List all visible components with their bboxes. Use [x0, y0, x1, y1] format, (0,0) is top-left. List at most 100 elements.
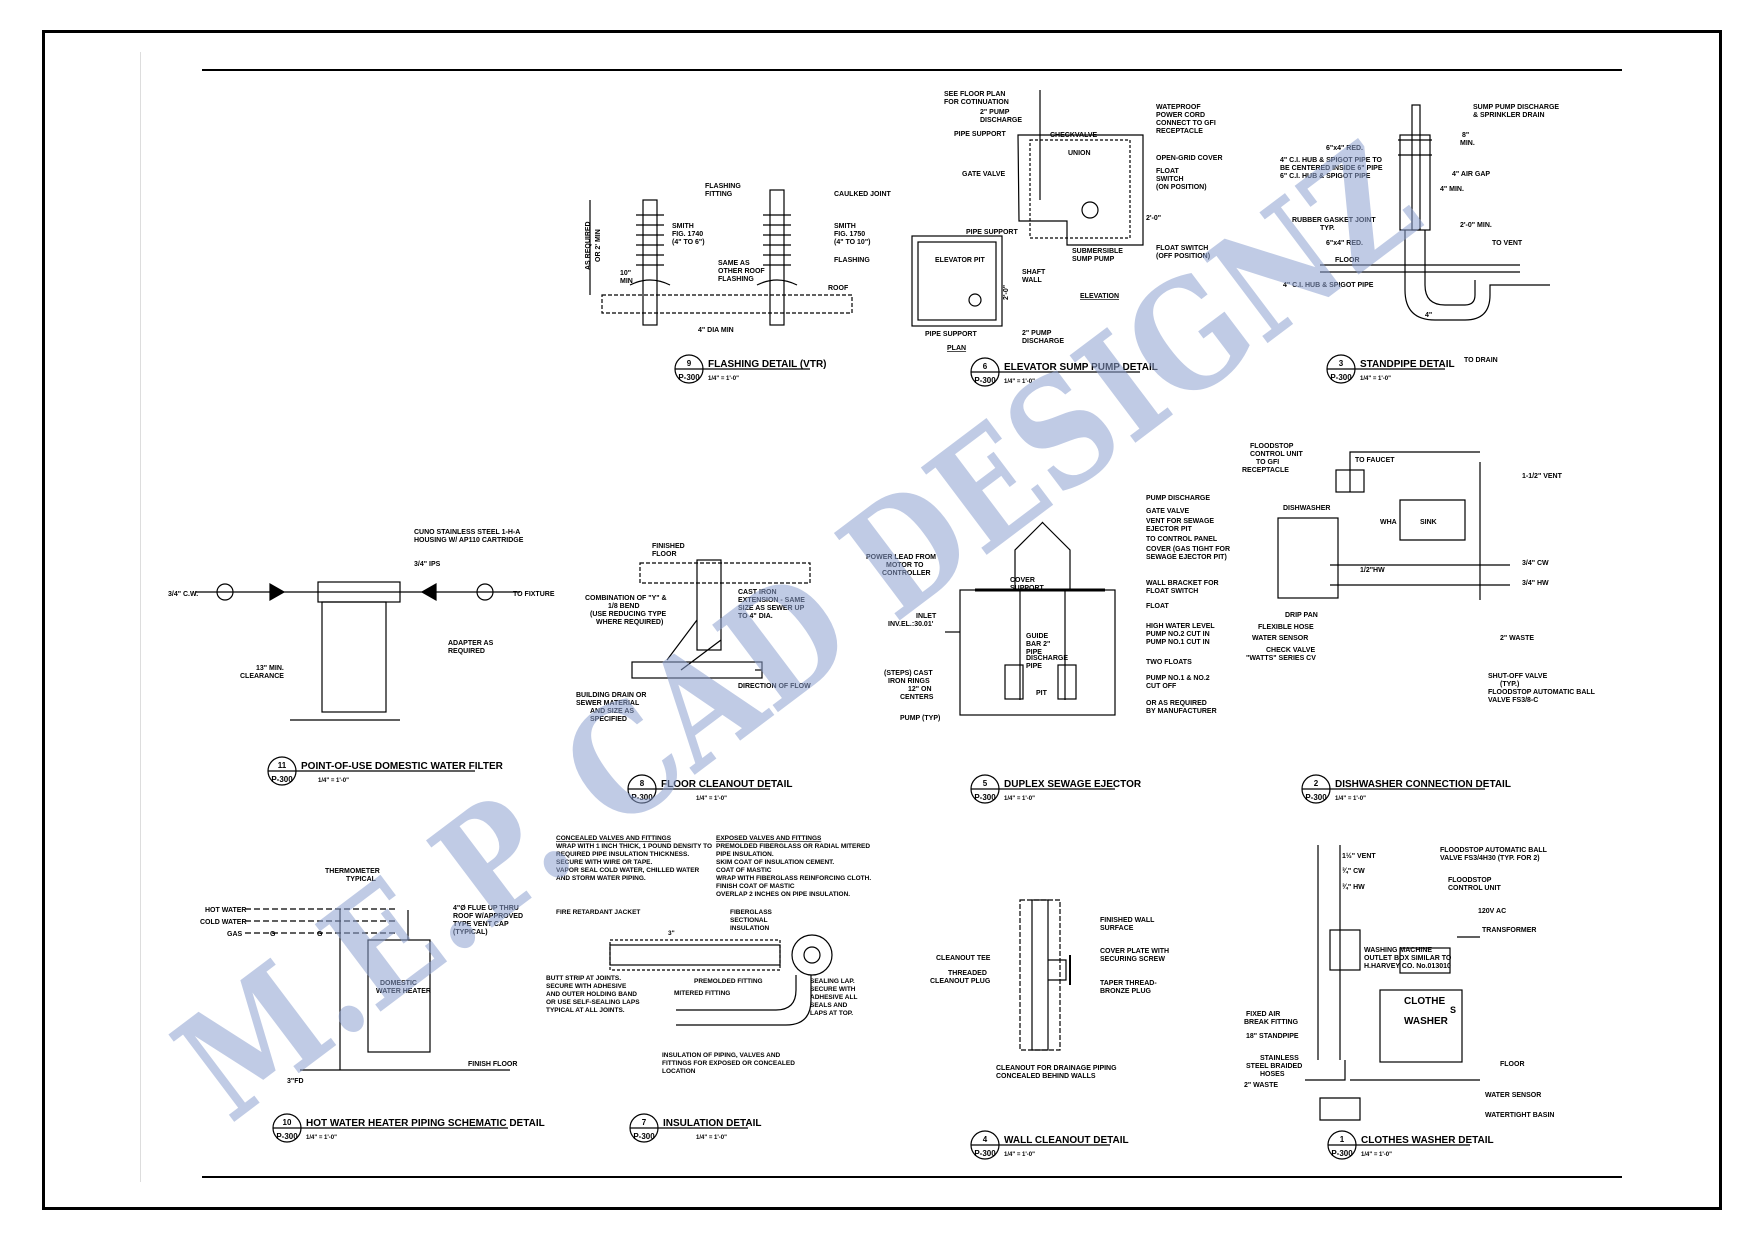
- svg-text:FOR COTINUATION: FOR COTINUATION: [944, 99, 1009, 106]
- svg-text:SKIM COAT OF INSULATION CEMENT: SKIM COAT OF INSULATION CEMENT.: [716, 859, 834, 866]
- svg-text:13" MIN.: 13" MIN.: [256, 665, 284, 672]
- svg-text:1/4" = 1'-0": 1/4" = 1'-0": [1361, 1152, 1392, 1158]
- svg-text:SEWER MATERIAL: SEWER MATERIAL: [576, 700, 640, 707]
- svg-text:3/4" CW: 3/4" CW: [1522, 560, 1549, 567]
- svg-text:WASHING MACHINE: WASHING MACHINE: [1364, 947, 1432, 954]
- svg-text:2" WASTE: 2" WASTE: [1244, 1082, 1278, 1089]
- detail-title-3: 3 P-300 STANDPIPE DETAIL 1/4" = 1'-0": [1326, 354, 1455, 384]
- svg-text:FINISH COAT OF MASTIC: FINISH COAT OF MASTIC: [716, 883, 795, 890]
- svg-text:FIXED AIR: FIXED AIR: [1246, 1011, 1280, 1018]
- svg-text:H.HARVEY CO. No.013010: H.HARVEY CO. No.013010: [1364, 963, 1451, 970]
- svg-text:TWO FLOATS: TWO FLOATS: [1146, 659, 1192, 666]
- svg-text:CLEARANCE: CLEARANCE: [240, 673, 284, 680]
- detail-title-7: 7 P-300 INSULATION DETAIL 1/4" = 1'-0": [629, 1113, 762, 1143]
- svg-text:(4" TO 10"): (4" TO 10"): [834, 239, 870, 246]
- svg-text:BREAK FITTING: BREAK FITTING: [1244, 1019, 1299, 1026]
- svg-text:BUILDING DRAIN OR: BUILDING DRAIN OR: [576, 692, 646, 699]
- svg-text:CAST IRON: CAST IRON: [738, 589, 777, 596]
- svg-text:FINISH FLOOR: FINISH FLOOR: [468, 1061, 517, 1068]
- svg-text:P-300: P-300: [1305, 793, 1327, 802]
- svg-text:TO 4" DIA.: TO 4" DIA.: [738, 613, 773, 620]
- detail-title-2: 2 P-300 DISHWASHER CONNECTION DETAIL 1/4…: [1301, 774, 1511, 804]
- svg-text:FLOAT SWITCH: FLOAT SWITCH: [1146, 588, 1198, 595]
- standpipe-drawing: [1320, 104, 1550, 321]
- svg-text:1/4" = 1'-0": 1/4" = 1'-0": [306, 1135, 337, 1141]
- svg-text:CLEANOUT PLUG: CLEANOUT PLUG: [930, 978, 991, 985]
- svg-text:INV.EL.:30.01': INV.EL.:30.01': [888, 621, 934, 628]
- svg-text:PREMOLDED FIBERGLASS OR RADIAL: PREMOLDED FIBERGLASS OR RADIAL MITERED: [716, 843, 870, 850]
- svg-text:(4" TO 6"): (4" TO 6"): [672, 239, 705, 246]
- water-heater-labels: THERMOMETER TYPICAL HOT WATER COLD WATER…: [200, 868, 523, 1085]
- detail-title-6: 6 P-300 ELEVATOR SUMP PUMP DETAIL 1/4" =…: [970, 357, 1158, 387]
- svg-text:MITERED FITTING: MITERED FITTING: [674, 990, 730, 997]
- svg-text:SECURE WITH: SECURE WITH: [810, 986, 856, 993]
- svg-text:CLEANOUT TEE: CLEANOUT TEE: [936, 955, 991, 962]
- floor-cleanout-drawing: [631, 559, 811, 679]
- svg-text:2'-0": 2'-0": [1003, 285, 1010, 300]
- elevator-sump-labels: SEE FLOOR PLAN FOR COTINUATION 2" PUMP D…: [925, 91, 1223, 352]
- svg-text:SECTIONAL: SECTIONAL: [730, 917, 768, 924]
- svg-text:FLOODSTOP AUTOMATIC BALL: FLOODSTOP AUTOMATIC BALL: [1488, 689, 1596, 696]
- flashing-detail-labels: FLASHING FITTING CAULKED JOINT SMITH FIG…: [585, 183, 892, 334]
- svg-text:& SPRINKLER DRAIN: & SPRINKLER DRAIN: [1473, 112, 1545, 119]
- svg-text:CONCEALED VALVES AND FITTINGS: CONCEALED VALVES AND FITTINGS: [556, 835, 672, 842]
- svg-text:HOUSING W/ AP110 CARTRIDGE: HOUSING W/ AP110 CARTRIDGE: [414, 537, 524, 544]
- svg-text:BUTT STRIP AT JOINTS.: BUTT STRIP AT JOINTS.: [546, 975, 621, 982]
- svg-text:P-300: P-300: [678, 373, 700, 382]
- detail-title-4: 4 P-300 WALL CLEANOUT DETAIL 1/4" = 1'-0…: [970, 1130, 1129, 1160]
- svg-text:P-300: P-300: [1331, 1149, 1353, 1158]
- svg-text:BY MANUFACTURER: BY MANUFACTURER: [1146, 708, 1217, 715]
- svg-text:INSULATION DETAIL: INSULATION DETAIL: [663, 1118, 762, 1129]
- svg-text:"WATTS" SERIES CV: "WATTS" SERIES CV: [1246, 655, 1316, 662]
- svg-text:SHUT-OFF VALVE: SHUT-OFF VALVE: [1488, 673, 1548, 680]
- svg-text:SUBMERSIBLE: SUBMERSIBLE: [1072, 248, 1123, 255]
- svg-text:18" STANDPIPE: 18" STANDPIPE: [1246, 1033, 1299, 1040]
- svg-text:¾" HW: ¾" HW: [1342, 883, 1365, 891]
- svg-text:SUMP PUMP DISCHARGE: SUMP PUMP DISCHARGE: [1473, 104, 1559, 111]
- svg-text:P-300: P-300: [633, 1132, 655, 1141]
- svg-text:WALL: WALL: [1022, 277, 1043, 284]
- flashing-detail-drawing: [589, 189, 853, 326]
- svg-text:BRONZE PLUG: BRONZE PLUG: [1100, 988, 1152, 995]
- svg-text:TO FIXTURE: TO FIXTURE: [513, 591, 555, 598]
- svg-text:4" MIN.: 4" MIN.: [1440, 186, 1464, 193]
- svg-text:SHAFT: SHAFT: [1022, 269, 1046, 276]
- svg-text:ADAPTER AS: ADAPTER AS: [448, 640, 494, 647]
- svg-text:ELEVATOR PIT: ELEVATOR PIT: [935, 257, 986, 264]
- svg-text:INLET: INLET: [916, 613, 937, 620]
- svg-text:STANDPIPE DETAIL: STANDPIPE DETAIL: [1360, 359, 1455, 370]
- svg-text:ELEVATION: ELEVATION: [1080, 293, 1119, 300]
- svg-text:SUPPORT: SUPPORT: [1010, 585, 1045, 592]
- svg-text:VAPOR SEAL COLD WATER, CHILLED: VAPOR SEAL COLD WATER, CHILLED WATER: [556, 867, 700, 874]
- svg-text:P-300: P-300: [276, 1132, 298, 1141]
- wall-cleanout-labels: FINISHED WALL SURFACE CLEANOUT TEE COVER…: [930, 917, 1169, 1080]
- svg-text:5: 5: [983, 779, 988, 788]
- svg-text:TYP.: TYP.: [1320, 225, 1335, 232]
- svg-text:DISHWASHER CONNECTION DETAIL: DISHWASHER CONNECTION DETAIL: [1335, 779, 1511, 790]
- svg-text:9: 9: [687, 359, 692, 368]
- svg-text:PUMP DISCHARGE: PUMP DISCHARGE: [1146, 495, 1210, 502]
- svg-text:DUPLEX SEWAGE EJECTOR: DUPLEX SEWAGE EJECTOR: [1004, 779, 1142, 790]
- svg-text:GATE VALVE: GATE VALVE: [1146, 508, 1190, 515]
- svg-text:FINISHED: FINISHED: [652, 543, 685, 550]
- svg-text:AS REQUIRED: AS REQUIRED: [585, 221, 592, 270]
- svg-text:OPEN-GRID COVER: OPEN-GRID COVER: [1156, 155, 1223, 162]
- detail-title-10: 10 P-300 HOT WATER HEATER PIPING SCHEMAT…: [272, 1113, 545, 1143]
- svg-text:SMITH: SMITH: [672, 223, 694, 230]
- svg-text:CONTROLLER: CONTROLLER: [882, 570, 931, 577]
- svg-text:3"FD: 3"FD: [287, 1078, 304, 1085]
- svg-text:CLOTHE: CLOTHE: [1404, 996, 1445, 1007]
- svg-text:2" PUMP: 2" PUMP: [980, 109, 1010, 116]
- svg-text:1-1/2" VENT: 1-1/2" VENT: [1522, 473, 1563, 480]
- svg-text:FLOAT: FLOAT: [1156, 168, 1180, 175]
- svg-text:SECURING SCREW: SECURING SCREW: [1100, 956, 1165, 963]
- svg-text:MOTOR TO: MOTOR TO: [886, 562, 924, 569]
- svg-text:DISCHARGE: DISCHARGE: [1022, 338, 1064, 345]
- svg-text:PUMP NO.1 CUT IN: PUMP NO.1 CUT IN: [1146, 639, 1210, 646]
- svg-text:AND SIZE AS: AND SIZE AS: [590, 708, 634, 715]
- svg-text:7: 7: [642, 1118, 647, 1127]
- svg-text:CONTROL UNIT: CONTROL UNIT: [1448, 885, 1501, 892]
- svg-text:1/4" = 1'-0": 1/4" = 1'-0": [318, 778, 349, 784]
- duplex-ejector-labels: PUMP DISCHARGE GATE VALVE VENT FOR SEWAG…: [866, 495, 1230, 722]
- svg-text:3": 3": [668, 930, 675, 937]
